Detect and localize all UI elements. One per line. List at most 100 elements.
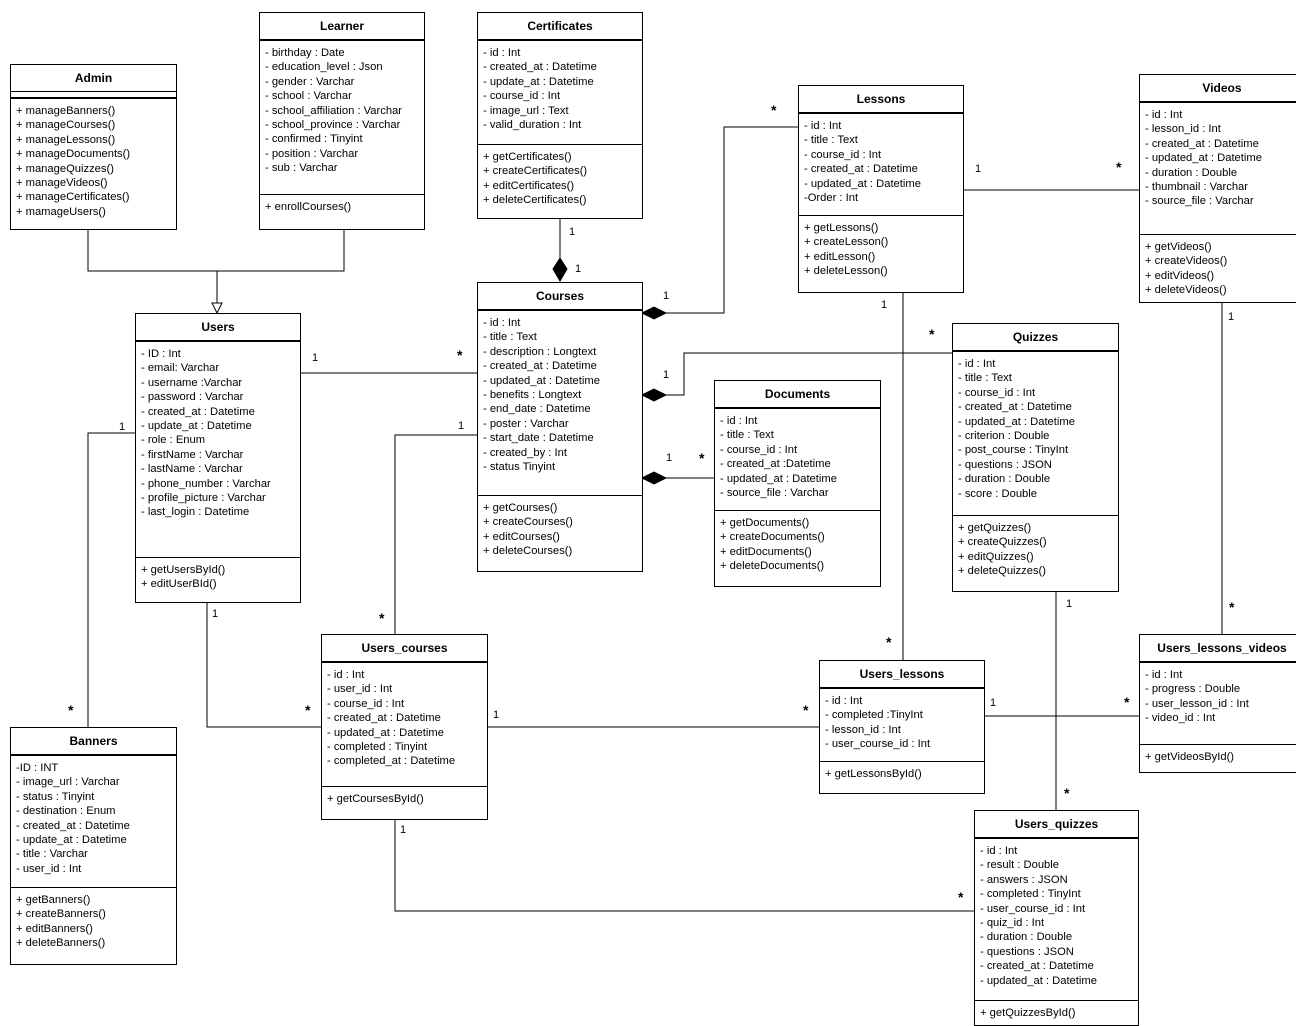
admin-attributes	[11, 92, 176, 98]
multiplicity-label: 1	[975, 163, 982, 175]
certificates-methods: + getCertificates()+ createCertificates(…	[478, 144, 642, 208]
class-attribute: - questions : JSON	[958, 458, 1052, 471]
users-quizzes-class-name: Users_quizzes	[975, 811, 1138, 838]
multiplicity-label: 1	[663, 290, 670, 302]
users-lessons-attributes: - id : Int- completed :TinyInt- lesson_i…	[820, 688, 984, 761]
class-attribute: - duration : Double	[980, 931, 1073, 944]
class-attribute: - lastName : Varchar	[141, 463, 243, 476]
multiplicity-label: 1	[458, 420, 465, 432]
class-attribute: - sub : Varchar	[265, 162, 338, 175]
multiplicity-label: *	[958, 889, 964, 905]
class-attribute: - questions : JSON	[980, 945, 1074, 958]
class-method: + deleteVideos()	[1145, 284, 1227, 297]
learner-class-name: Learner	[260, 13, 424, 40]
class-attribute: - completed :TinyInt	[825, 709, 923, 722]
class-method: + editLesson()	[804, 250, 876, 263]
class-method: + deleteBanners()	[16, 937, 106, 950]
class-method: + manageVideos()	[16, 177, 108, 190]
class-attribute: - last_login : Datetime	[141, 506, 250, 519]
class-attribute: - destination : Enum	[16, 805, 116, 818]
multiplicity-label: 1	[990, 697, 997, 709]
class-method: + getBanners()	[16, 894, 91, 906]
class-attribute: - position : Varchar	[265, 147, 359, 160]
class-attribute: - end_date : Datetime	[483, 403, 591, 416]
videos-class-box: Videos - id : Int- lesson_id : Int- crea…	[1139, 74, 1296, 303]
documents-class-name: Documents	[715, 381, 880, 408]
class-method: + editCourses()	[483, 530, 560, 543]
class-method: + createBanners()	[16, 908, 106, 921]
quizzes-class-box: Quizzes - id : Int- title : Text- course…	[952, 323, 1119, 592]
class-method: + mamageUsers()	[16, 205, 106, 218]
multiplicity-label: *	[929, 326, 935, 342]
class-attribute: - school : Varchar	[265, 90, 352, 103]
lessons-methods: + getLessons()+ createLesson()+ editLess…	[799, 215, 963, 279]
class-method: + getVideosById()	[1145, 751, 1235, 763]
class-attribute: - id : Int	[483, 317, 521, 329]
documents-attributes: - id : Int- title : Text- course_id : In…	[715, 408, 880, 510]
class-method: + editVideos()	[1145, 269, 1215, 282]
class-attribute: - created_at : Datetime	[141, 405, 255, 418]
multiplicity-label: 1	[400, 824, 407, 836]
class-method: + enrollCourses()	[265, 201, 352, 213]
class-attribute: - created_at : Datetime	[16, 819, 130, 832]
class-attribute: - created_at : Datetime	[1145, 137, 1259, 150]
class-method: + createCourses()	[483, 516, 573, 529]
class-method: + createLesson()	[804, 236, 889, 249]
class-attribute: - course_id : Int	[483, 90, 561, 103]
class-attribute: - education_level : Json	[265, 61, 383, 74]
class-method: + editDocuments()	[720, 545, 812, 558]
learner-attributes: - birthday : Date - education_level : Jso…	[260, 40, 424, 194]
class-attribute: -Order : Int	[804, 192, 859, 205]
multiplicity-label: 1	[1066, 598, 1073, 610]
class-attribute: - update_at : Datetime	[483, 75, 594, 88]
class-method: + getCoursesById()	[327, 793, 424, 805]
class-attribute: - updated_at : Datetime	[980, 974, 1097, 987]
multiplicity-label: 1	[663, 369, 670, 381]
courses-methods: + getCourses()+ createCourses()+ editCou…	[478, 495, 642, 559]
class-attribute: - course_id : Int	[804, 148, 882, 161]
class-attribute: - course_id : Int	[720, 443, 798, 456]
class-method: + editCertificates()	[483, 179, 575, 192]
class-attribute: - id : Int	[327, 669, 365, 681]
class-attribute: - updated_at : Datetime	[958, 415, 1075, 428]
class-attribute: - duration : Double	[1145, 166, 1238, 179]
class-attribute: - updated_at : Datetime	[1145, 152, 1262, 165]
class-attribute: - result : Double	[980, 859, 1059, 872]
users-lessons-class-box: Users_lessons - id : Int- completed :Tin…	[819, 660, 985, 794]
class-attribute: - valid_duration : Int	[483, 119, 582, 132]
class-attribute: - description : Longtext	[483, 345, 597, 358]
class-attribute: - profile_picture : Varchar	[141, 492, 266, 505]
multiplicity-label: 1	[881, 299, 888, 311]
class-attribute: - birthday : Date	[265, 47, 345, 59]
class-attribute: - created_at : Datetime	[958, 401, 1072, 414]
class-attribute: - school_affiliation : Varchar	[265, 104, 403, 117]
certificates-attributes: - id : Int- created_at : Datetime- updat…	[478, 40, 642, 144]
videos-attributes: - id : Int- lesson_id : Int- created_at …	[1140, 102, 1296, 234]
class-attribute: - user_id : Int	[327, 683, 393, 696]
multiplicity-label: 1	[666, 452, 673, 464]
class-method: + manageLessons()	[16, 133, 116, 146]
users-lessons-videos-methods: + getVideosById()	[1140, 744, 1296, 764]
class-attribute: - poster : Varchar	[483, 417, 569, 430]
class-attribute: - updated_at : Datetime	[483, 374, 600, 387]
users-lessons-videos-attributes: - id : Int- progress : Double- user_less…	[1140, 662, 1296, 744]
users-users-courses-line	[206, 603, 321, 728]
class-attribute: - score : Double	[958, 487, 1037, 500]
class-attribute: - status : Tinyint	[16, 790, 95, 803]
class-attribute: - id : Int	[804, 120, 842, 132]
class-attribute: - id : Int	[720, 415, 758, 427]
users-lessons-videos-class-box: Users_lessons_videos - id : Int- progres…	[1139, 634, 1296, 773]
documents-class-box: Documents - id : Int- title : Text- cour…	[714, 380, 881, 587]
banners-class-box: Banners -ID : INT- image_url : Varchar- …	[10, 727, 177, 965]
users-class-name: Users	[136, 314, 300, 341]
class-method: + editQuizzes()	[958, 550, 1034, 563]
class-attribute: - source_file : Varchar	[1145, 195, 1254, 208]
class-attribute: - created_at : Datetime	[804, 163, 918, 176]
class-attribute: - created_at :Datetime	[720, 458, 831, 471]
admin-class-name: Admin	[11, 65, 176, 92]
multiplicity-label: *	[771, 102, 777, 118]
users-attributes: - ID : Int- email: Varchar- username :Va…	[136, 341, 300, 557]
class-attribute: - created_at : Datetime	[327, 712, 441, 725]
class-attribute: - completed_at : Datetime	[327, 755, 456, 768]
